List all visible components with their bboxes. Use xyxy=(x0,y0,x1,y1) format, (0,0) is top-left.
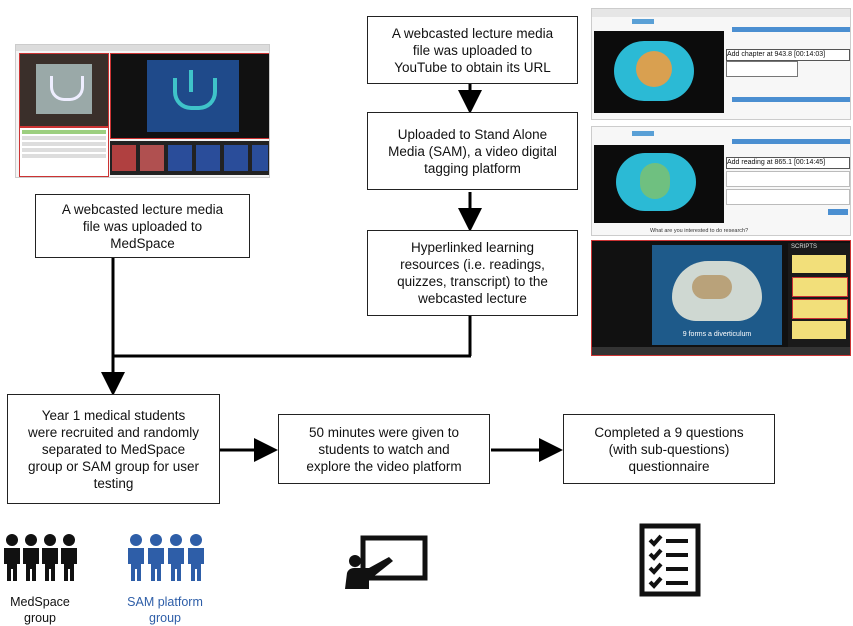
medspace-people-icon xyxy=(4,534,77,581)
questionnaire-box: Completed a 9 questions (with sub-questi… xyxy=(563,414,775,484)
youtube-upload-box: A webcasted lecture media file was uploa… xyxy=(367,16,578,84)
recruit-box: Year 1 medical students were recruited a… xyxy=(7,394,220,504)
medspace-header-bar xyxy=(16,45,269,51)
sam-upload-box: Uploaded to Stand Alone Media (SAM), a v… xyxy=(367,112,578,190)
sam-mid-overlay: Add reading at 865.1 [00:14:45] xyxy=(726,157,850,169)
medspace-main-video xyxy=(110,53,269,139)
sam-screenshot-middle: Add reading at 865.1 [00:14:45] xyxy=(591,126,851,236)
medspace-playlist xyxy=(19,127,109,177)
medspace-thumbnail-strip xyxy=(110,141,269,175)
hyperlink-box: Hyperlinked learning resources (i.e. rea… xyxy=(367,230,578,316)
medspace-thumb-video xyxy=(19,53,109,127)
presentation-icon xyxy=(345,535,428,589)
sam-mid-video xyxy=(594,145,724,223)
sam-top-video xyxy=(594,31,724,113)
checklist-icon xyxy=(639,523,701,597)
sam-bottom-video xyxy=(652,245,782,345)
fifty-minutes-box: 50 minutes were given to students to wat… xyxy=(278,414,490,484)
sam-top-overlay: Add chapter at 943.8 [00:14:03] xyxy=(726,49,850,61)
medspace-screenshot xyxy=(15,44,270,178)
sam-bottom-caption: 9 forms a diverticulum xyxy=(682,331,752,338)
sam-screenshot-top: Add chapter at 943.8 [00:14:03] xyxy=(591,8,851,120)
sam-search-prompt: What are you interested to do research? xyxy=(650,228,749,234)
sam-people-icon xyxy=(128,534,204,581)
medspace-upload-box: A webcasted lecture media file was uploa… xyxy=(35,194,250,258)
sam-screenshot-bottom: 9 forms a diverticulum SCRIPTS xyxy=(591,240,851,356)
medspace-group-label: MedSpace group xyxy=(10,595,70,625)
sam-group-label: SAM platform group xyxy=(127,595,203,625)
sam-script-panel: SCRIPTS xyxy=(788,243,850,347)
